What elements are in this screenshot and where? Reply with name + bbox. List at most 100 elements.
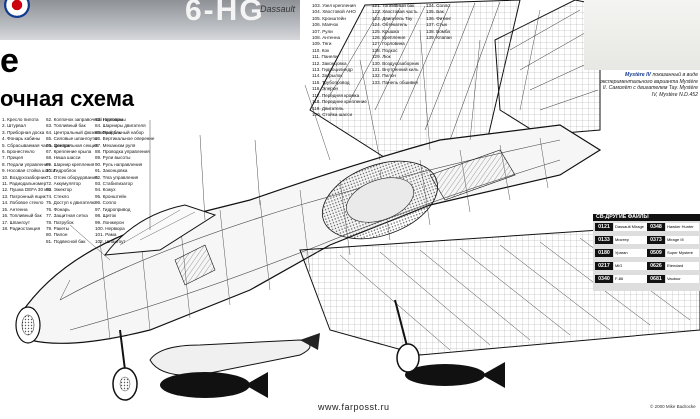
legend-item: 71. Отсек оборудования [46, 174, 98, 180]
main-gear [394, 299, 420, 373]
footer-url[interactable]: www.farposst.ru [318, 402, 390, 412]
legend-item: 97. Гидропривод [95, 206, 131, 212]
nose-intake [15, 306, 41, 344]
legend-column-3: 83. Нервюры 84. Шарниры двигателя 85. Пр… [95, 117, 154, 245]
legend-item: 78. Патрубок [46, 219, 74, 225]
legend-item: 80. Пилон [46, 232, 68, 238]
legend-item: 1. Кресло пилота [2, 117, 39, 122]
legend-item: 79. Ракеты [46, 225, 69, 231]
legend-item: 100. Нервюра [95, 225, 125, 231]
legend-item: 129. Люк [372, 54, 391, 60]
legend-item: 103. Узел крепления [312, 3, 356, 8]
legend-item: 14. Лобовое стекло [2, 200, 44, 206]
legend-item: 69. Шарнир крепления [46, 161, 95, 167]
legend-item: 10. Воздухозаборник [2, 174, 47, 180]
tail-code: 6-HG [185, 0, 265, 27]
legend-item: 119. Двигатель [312, 105, 344, 111]
legend-item: 111. Панели [312, 54, 338, 60]
file-link[interactable]: 0626 Etendard [647, 262, 699, 271]
file-link[interactable]: 0217 MiG [595, 262, 647, 271]
file-name: Hawker Hunter [666, 223, 699, 231]
legend-item: 85. Продольный набор [95, 129, 144, 135]
legend-item: 2. Штурвал [2, 123, 26, 129]
cockpit-canopy [103, 204, 217, 286]
legend-item: 130. Воздухозаборник [372, 60, 420, 66]
legend-item: 88. Проводка управления [95, 149, 150, 155]
legend-item: 110. Кок [312, 47, 330, 53]
legend-item: 123. Двигатель Tay [372, 15, 413, 21]
legend-item: 92. Тяга управления [95, 174, 139, 180]
file-link[interactable]: 0133 Мистер [595, 236, 647, 245]
file-number: 0626 [647, 262, 665, 270]
file-name: Etendard [666, 262, 699, 270]
file-number: 0121 [595, 223, 613, 231]
legend-item: 94. Кожух [95, 187, 116, 193]
legend-item: 136. Фитинг [426, 15, 452, 21]
file-link[interactable]: 0373 Mirage III [647, 236, 699, 245]
file-link[interactable]: 0348 Hawker Hunter [647, 223, 699, 232]
legend-column-2: 62. Колпачок заправочной горловины 63. Т… [46, 117, 126, 245]
file-name: Dassault Mirage [614, 223, 647, 231]
legend-item: 113. Гидроцилиндр [312, 67, 353, 73]
legend-item: 12. Пушка DEFA 30 мм [2, 187, 51, 193]
legend-item: 125. Крышка [372, 28, 400, 34]
file-link[interactable]: 0681 Vautour [647, 275, 699, 284]
top-photo: 6-HG Dassault [0, 0, 300, 40]
engine [321, 149, 516, 240]
photo-caption: Mystère IV показанный в виде эксперимент… [600, 72, 698, 98]
file-link[interactable]: 0180 Ураган [595, 249, 647, 258]
legend-item: 67. Крепление крыла [46, 149, 92, 155]
file-link[interactable]: 0340 F-86 [595, 275, 647, 284]
file-link[interactable]: 0121 Dassault Mirage [595, 223, 647, 232]
legend-item: 75. Доступ к двигателю [46, 200, 96, 206]
legend-item: 72. Аккумулятор [46, 181, 81, 187]
legend-item: 99. Лонжерон [95, 219, 125, 225]
legend-item: 114. Закрылок [312, 73, 343, 79]
file-number: 0133 [595, 236, 613, 244]
legend-item: 68. Ниша шасси [46, 155, 81, 161]
file-name: MiG [614, 262, 647, 270]
nose-gear [112, 329, 138, 401]
legend-item: 3. Приборная доска [2, 129, 45, 135]
legend-item: 95. Кронштейн [95, 193, 127, 199]
legend-item: 126. Крепление [372, 35, 406, 41]
legend-item: 128. Подкос [372, 47, 398, 53]
legend-item: 133. Панель обшивки [372, 79, 418, 85]
legend-item: 65. Силовые шпангоуты [46, 136, 98, 142]
signature: Dassault [260, 4, 296, 14]
file-name: Super Mystere [666, 249, 699, 257]
legend-item: 98. Щиток [95, 213, 117, 219]
legend-item: 89. Рули высоты [95, 155, 131, 161]
legend-item: 63. Топливный бак [46, 123, 86, 129]
legend-column-5: 121. Топливный бак 122. Хвостовая часть … [372, 3, 419, 86]
file-name: Ураган [614, 249, 647, 257]
file-number: 0217 [595, 262, 613, 270]
legend-item: 104. Хвостовой АНО [312, 9, 356, 15]
file-name: Mirage III [666, 236, 699, 244]
legend-item: 77. Защитная сетка [46, 213, 88, 219]
legend-item: 7. Прицел [2, 155, 24, 161]
legend-item: 9. Носовая стойка шасси [2, 168, 56, 174]
legend-item: 134. Сопло [426, 3, 450, 8]
file-number: 0348 [647, 223, 665, 231]
legend-column-1: 1. Кресло пилота 2. Штурвал 3. Приборная… [2, 117, 70, 232]
legend-item: 93. Стабилизатор [95, 181, 133, 187]
legend-item: 4. Фонарь кабины [2, 136, 41, 142]
legend-item: 131. Внутренний киль [372, 67, 419, 73]
file-number: 0373 [647, 236, 665, 244]
legend-item: 137. Стык [426, 22, 447, 28]
file-link[interactable]: 0509 Super Mystere [647, 249, 699, 258]
heading-fragment: e [0, 42, 19, 80]
file-number: 0340 [595, 275, 613, 283]
legend-item: 86. Вертикальное оперение [95, 136, 155, 142]
file-name: F-86 [614, 275, 647, 283]
legend-item: 91. Законцовка [95, 168, 128, 174]
legend-item: 16. Топливный бак [2, 213, 42, 219]
legend-item: 73. Эжектор [46, 187, 72, 193]
legend-item: 96. Сопло [95, 200, 117, 206]
bomb-left [160, 372, 268, 398]
legend-item: 81. Подвесной бак [46, 238, 86, 244]
legend-item: 135. Бак [426, 9, 444, 15]
file-name: Мистер [614, 236, 647, 244]
